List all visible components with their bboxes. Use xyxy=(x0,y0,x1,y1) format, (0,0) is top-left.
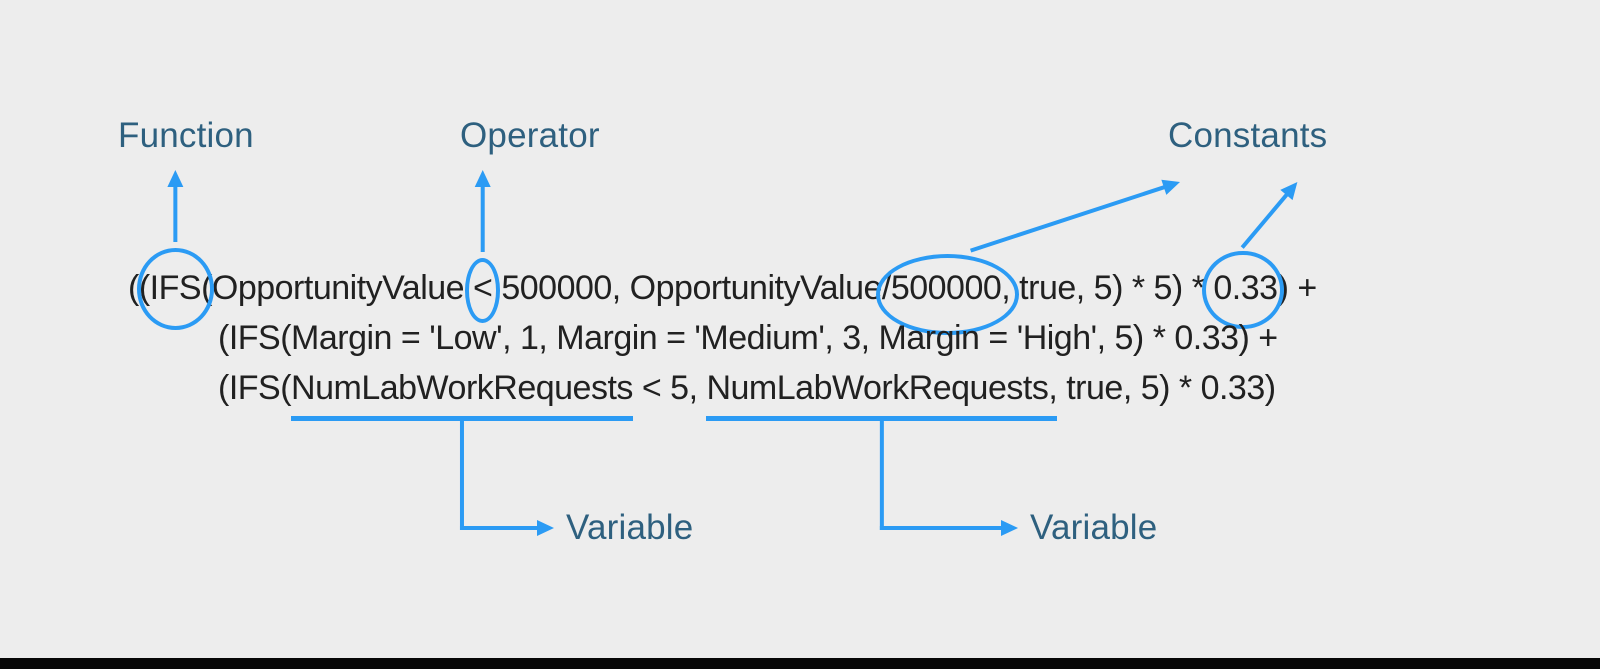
formula-segment: true, 5) * 5) * xyxy=(1010,269,1214,307)
variable-label-1: Variable xyxy=(566,508,694,547)
formula-segment: < 5, xyxy=(632,369,707,407)
function-label: Function xyxy=(118,116,254,155)
bottom-bar xyxy=(0,658,1600,669)
formula-segment: 500000, OpportunityValue/ xyxy=(492,269,891,307)
formula-segment: true, 5) * 0.33) xyxy=(1057,369,1276,407)
constants-label: Constants xyxy=(1168,116,1328,155)
formula-line-3: (IFS(NumLabWorkRequests < 5, NumLabWorkR… xyxy=(218,366,1276,421)
formula-segment: ) + xyxy=(1277,269,1318,307)
formula-segment: (OpportunityValue xyxy=(201,269,474,307)
circled-operator: < xyxy=(464,258,501,323)
operator-label: Operator xyxy=(460,116,600,155)
circled-function: IFS xyxy=(136,248,215,330)
formula-segment: (IFS(Margin = 'Low', 1, Margin = 'Medium… xyxy=(218,319,1278,357)
formula-line-1: ((IFS(OpportunityValue < 500000, Opportu… xyxy=(128,248,1318,335)
formula-segment: (( xyxy=(128,269,150,307)
formula-segment: (IFS( xyxy=(218,369,292,407)
circled-constant-2: 0.33 xyxy=(1202,251,1284,329)
formula-line-2: (IFS(Margin = 'Low', 1, Margin = 'Medium… xyxy=(218,316,1278,360)
circled-constant-1: 500000, xyxy=(875,254,1020,335)
underlined-variable-1: NumLabWorkRequests xyxy=(291,366,633,421)
underlined-variable-2: NumLabWorkRequests, xyxy=(706,366,1058,421)
variable-label-2: Variable xyxy=(1030,508,1158,547)
